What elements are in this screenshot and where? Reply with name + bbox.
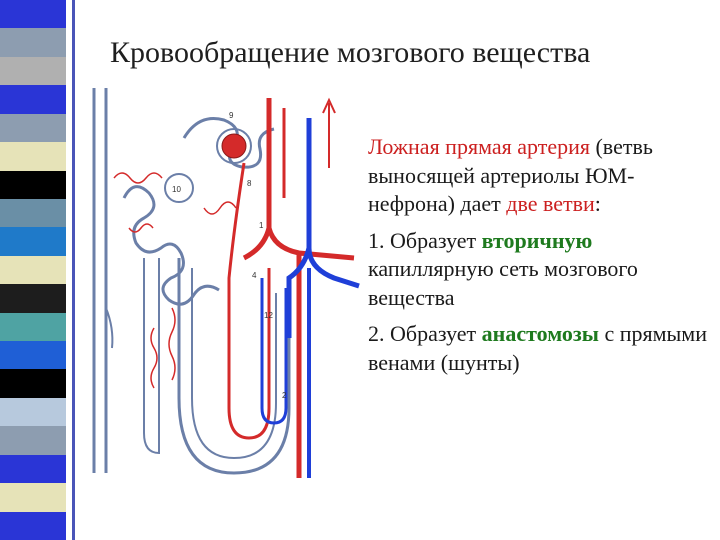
stripe-segment bbox=[0, 227, 66, 256]
stripe-segment bbox=[0, 113, 66, 143]
vertical-rule bbox=[72, 0, 75, 540]
stripe-segment bbox=[0, 511, 66, 540]
figure-label-8: 8 bbox=[247, 179, 252, 188]
figure-label-9: 9 bbox=[229, 111, 234, 120]
item2-prefix: 2. Образует bbox=[368, 321, 477, 346]
stripe-segment bbox=[0, 255, 66, 285]
stripe-segment bbox=[0, 56, 66, 86]
item2-emphasis: анастомозы bbox=[481, 321, 599, 346]
list-item-2: 2. Образует анастомозы с прямыми венами … bbox=[368, 320, 713, 377]
loop-of-henle-inner bbox=[191, 268, 277, 460]
slide-body: Ложная прямая артерия (ветвь выносящей а… bbox=[368, 133, 713, 377]
slide-title: Кровообращение мозгового вещества bbox=[110, 36, 591, 69]
item1-prefix: 1. Образует bbox=[368, 227, 477, 253]
intro-text: (ветвь выносящей артериолы ЮМ-нефрона) д… bbox=[368, 134, 653, 216]
list-item-1: 1. Образует вторичную капиллярную сеть м… bbox=[368, 227, 713, 313]
stripe-segment bbox=[0, 426, 66, 455]
stripe-segment bbox=[0, 483, 66, 512]
decorative-stripe-bar bbox=[0, 0, 66, 540]
stripe-segment bbox=[0, 170, 66, 199]
peritubular-capillaries bbox=[113, 172, 237, 389]
intro-paragraph: Ложная прямая артерия (ветвь выносящей а… bbox=[368, 133, 713, 219]
tubule-thin-limb bbox=[143, 258, 160, 455]
collecting-duct bbox=[92, 88, 108, 473]
arcuate-vein bbox=[286, 118, 360, 338]
figure-label-10: 10 bbox=[172, 185, 181, 194]
item2-text: с прямыми венами (шунты) bbox=[368, 321, 707, 375]
stripe-segment bbox=[0, 284, 66, 313]
figure-label-1: 1 bbox=[259, 221, 264, 230]
stripe-segment bbox=[0, 85, 66, 114]
item1-emphasis: вторичную bbox=[481, 227, 593, 253]
figure-label-2: 2 bbox=[282, 391, 287, 400]
loop-of-henle-outer bbox=[177, 258, 291, 475]
stripe-segment bbox=[0, 397, 66, 427]
tubule-cross-section bbox=[164, 173, 194, 203]
figure-label-4: 4 bbox=[252, 271, 257, 280]
highlight-false-straight-artery: Ложная прямая артерия bbox=[368, 134, 590, 159]
stripe-segment bbox=[0, 198, 66, 228]
highlight-two-branches: две ветви bbox=[506, 191, 595, 216]
item1-text: капиллярную сеть мозгового вещества bbox=[368, 256, 638, 310]
glomerulus bbox=[221, 133, 247, 159]
collecting-duct-branch bbox=[105, 307, 114, 349]
stripe-segment bbox=[0, 369, 66, 398]
vasa-recta-vein bbox=[260, 278, 288, 425]
false-straight-artery bbox=[227, 162, 271, 440]
figure-label-12: 12 bbox=[264, 311, 273, 320]
stripe-segment bbox=[0, 312, 66, 342]
stripe-segment bbox=[0, 28, 66, 57]
arrow-up-artery bbox=[322, 97, 336, 168]
stripe-segment bbox=[0, 454, 66, 484]
tubule-loops-upper bbox=[182, 117, 275, 169]
arcuate-artery bbox=[242, 98, 355, 478]
stripe-segment bbox=[0, 142, 66, 171]
intro-colon: : bbox=[594, 191, 601, 216]
stripe-segment bbox=[0, 341, 66, 370]
tubule-loops bbox=[122, 185, 220, 306]
stripe-segment bbox=[0, 0, 66, 29]
nephron-circulation-illustration: 10 9 8 4 12 1 2 bbox=[84, 78, 366, 498]
